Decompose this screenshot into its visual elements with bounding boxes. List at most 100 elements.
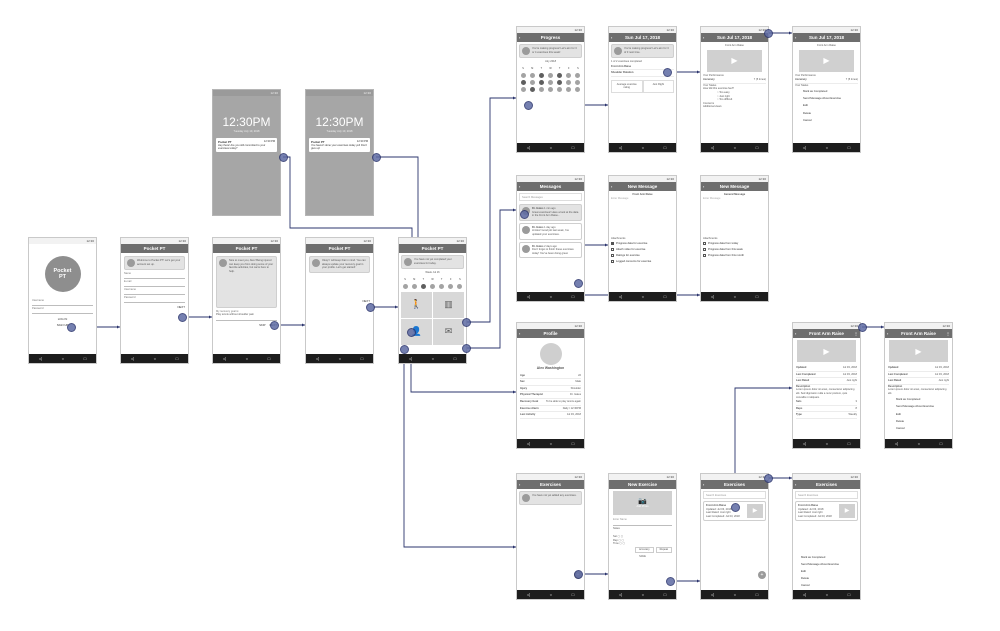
home-circle-icon[interactable]: ○ — [153, 356, 157, 361]
back-arrow-icon[interactable]: ‹ — [611, 35, 613, 40]
hotspot-detail-more[interactable] — [858, 323, 867, 332]
add-photo-area[interactable]: 📷Add Photo — [613, 491, 672, 515]
hotspot-day-exercise[interactable] — [663, 68, 672, 77]
recents-square-icon[interactable]: □ — [663, 592, 667, 597]
home-circle-icon[interactable]: ○ — [641, 145, 645, 150]
exercises-tile[interactable]: ✉ — [433, 318, 464, 345]
hotspot-exercise-card-more[interactable] — [764, 474, 773, 483]
attachment-option[interactable]: Progress data for exercise — [611, 240, 674, 246]
next-button[interactable]: NEXT — [362, 298, 370, 303]
repeat-button[interactable]: Repeat — [655, 546, 672, 553]
back-triangle-icon[interactable]: ◁ — [802, 441, 806, 446]
home-circle-icon[interactable]: ○ — [245, 356, 249, 361]
recents-square-icon[interactable]: □ — [360, 356, 364, 361]
menu-edit[interactable]: Edit — [801, 569, 806, 574]
message-body-input[interactable]: Enter Message — [611, 196, 629, 200]
username-input[interactable] — [32, 305, 93, 306]
progress-tile[interactable]: 🚶 — [401, 291, 432, 318]
video-thumbnail[interactable]: ▶ — [799, 49, 854, 72]
attachment-option[interactable]: Progress data from today — [703, 240, 766, 246]
option-just-right[interactable]: ○ Just right — [717, 94, 730, 98]
back-triangle-icon[interactable]: ◁ — [802, 592, 806, 597]
hotspot-exercise-card[interactable] — [731, 503, 740, 512]
recents-square-icon[interactable]: □ — [755, 145, 759, 150]
home-circle-icon[interactable]: ○ — [431, 356, 435, 361]
recents-square-icon[interactable]: □ — [847, 592, 851, 597]
menu-delete[interactable]: Delete — [896, 418, 905, 423]
hotspot-feedback-more[interactable] — [764, 29, 773, 38]
skip-button[interactable]: SKIP — [259, 322, 266, 327]
password-input[interactable] — [32, 313, 93, 314]
home-circle-icon[interactable]: ○ — [641, 294, 645, 299]
menu-edit[interactable]: Edit — [803, 103, 808, 108]
home-circle-icon[interactable]: ○ — [733, 294, 737, 299]
password-field[interactable]: Password — [124, 296, 136, 299]
hotspot-notification-1[interactable] — [279, 153, 288, 162]
notification-card[interactable]: Pocket PT 12:30 PM Hey there! Are you st… — [216, 138, 277, 152]
back-triangle-icon[interactable]: ◁ — [130, 356, 134, 361]
email-field[interactable]: E-mail — [124, 280, 132, 283]
back-arrow-icon[interactable]: ‹ — [887, 331, 889, 336]
back-arrow-icon[interactable]: ‹ — [795, 331, 797, 336]
signup-button[interactable]: SIGN UP — [56, 323, 69, 327]
hotspot-login[interactable] — [67, 323, 76, 332]
back-arrow-icon[interactable]: ‹ — [519, 184, 521, 189]
accuracy-button[interactable]: Accuracy — [634, 546, 654, 553]
back-triangle-icon[interactable]: ◁ — [526, 592, 530, 597]
option-too-difficult[interactable]: ○ Too difficult — [717, 98, 733, 102]
back-arrow-icon[interactable]: ‹ — [519, 331, 521, 336]
back-arrow-icon[interactable]: ‹ — [703, 35, 705, 40]
attachment-option[interactable]: Progress data from this week — [703, 246, 766, 252]
home-circle-icon[interactable]: ○ — [549, 145, 553, 150]
add-exercise-fab[interactable]: + — [758, 571, 766, 579]
home-circle-icon[interactable]: ○ — [733, 145, 737, 150]
search-input[interactable]: Search Exercises — [703, 491, 766, 499]
back-triangle-icon[interactable]: ◁ — [315, 356, 319, 361]
back-triangle-icon[interactable]: ◁ — [222, 356, 226, 361]
home-circle-icon[interactable]: ○ — [61, 356, 65, 361]
hotspot-confirm-next[interactable] — [366, 303, 375, 312]
back-triangle-icon[interactable]: ◁ — [408, 356, 412, 361]
menu-cancel[interactable]: Cancel — [801, 583, 810, 588]
back-triangle-icon[interactable]: ◁ — [710, 592, 714, 597]
menu-edit[interactable]: Edit — [896, 411, 901, 416]
attachment-option[interactable]: Ratings for exercise — [611, 252, 674, 258]
recents-square-icon[interactable]: □ — [939, 441, 943, 446]
menu-cancel[interactable]: Cancel — [803, 117, 812, 122]
back-arrow-icon[interactable]: ‹ — [611, 184, 613, 189]
home-circle-icon[interactable]: ○ — [641, 592, 645, 597]
next-button[interactable]: NEXT — [177, 305, 185, 309]
menu-mark-completed[interactable]: Mark as Completed — [801, 554, 826, 559]
hotspot-save-exercise[interactable] — [666, 577, 675, 586]
back-triangle-icon[interactable]: ◁ — [618, 592, 622, 597]
home-circle-icon[interactable]: ○ — [549, 441, 553, 446]
back-arrow-icon[interactable]: ‹ — [795, 482, 797, 487]
back-triangle-icon[interactable]: ◁ — [526, 294, 530, 299]
back-triangle-icon[interactable]: ◁ — [894, 441, 898, 446]
home-circle-icon[interactable]: ○ — [917, 441, 921, 446]
recents-square-icon[interactable]: □ — [453, 356, 457, 361]
search-input[interactable]: Search Exercises — [795, 491, 858, 499]
notification-card[interactable]: Pocket PT 12:30 PM You haven't done your… — [309, 138, 370, 152]
recents-square-icon[interactable]: □ — [571, 441, 575, 446]
recents-square-icon[interactable]: □ — [847, 145, 851, 150]
set-stepper[interactable]: Set ▢ ▢ — [613, 535, 624, 539]
home-circle-icon[interactable]: ○ — [338, 356, 342, 361]
search-input[interactable]: Search Messages — [519, 193, 582, 201]
hotspot-message-thread[interactable] — [520, 210, 529, 219]
attachment-option[interactable]: Progress data from this month — [703, 252, 766, 258]
menu-mark-completed[interactable]: Mark as Completed — [896, 397, 921, 402]
time-stepper[interactable]: Time ▢ ▢ — [613, 542, 626, 546]
recents-square-icon[interactable]: □ — [571, 592, 575, 597]
recents-square-icon[interactable]: □ — [571, 145, 575, 150]
more-vert-icon[interactable]: ⋮ — [946, 331, 950, 336]
message-body-input[interactable]: Enter Message — [703, 196, 721, 200]
menu-cancel[interactable]: Cancel — [896, 425, 905, 430]
back-arrow-icon[interactable]: ‹ — [703, 184, 705, 189]
name-field[interactable]: Name — [124, 272, 131, 275]
back-triangle-icon[interactable]: ◁ — [710, 145, 714, 150]
back-triangle-icon[interactable]: ◁ — [618, 294, 622, 299]
menu-send-message[interactable]: Send Message About Exercise — [801, 561, 840, 566]
recents-square-icon[interactable]: □ — [663, 145, 667, 150]
